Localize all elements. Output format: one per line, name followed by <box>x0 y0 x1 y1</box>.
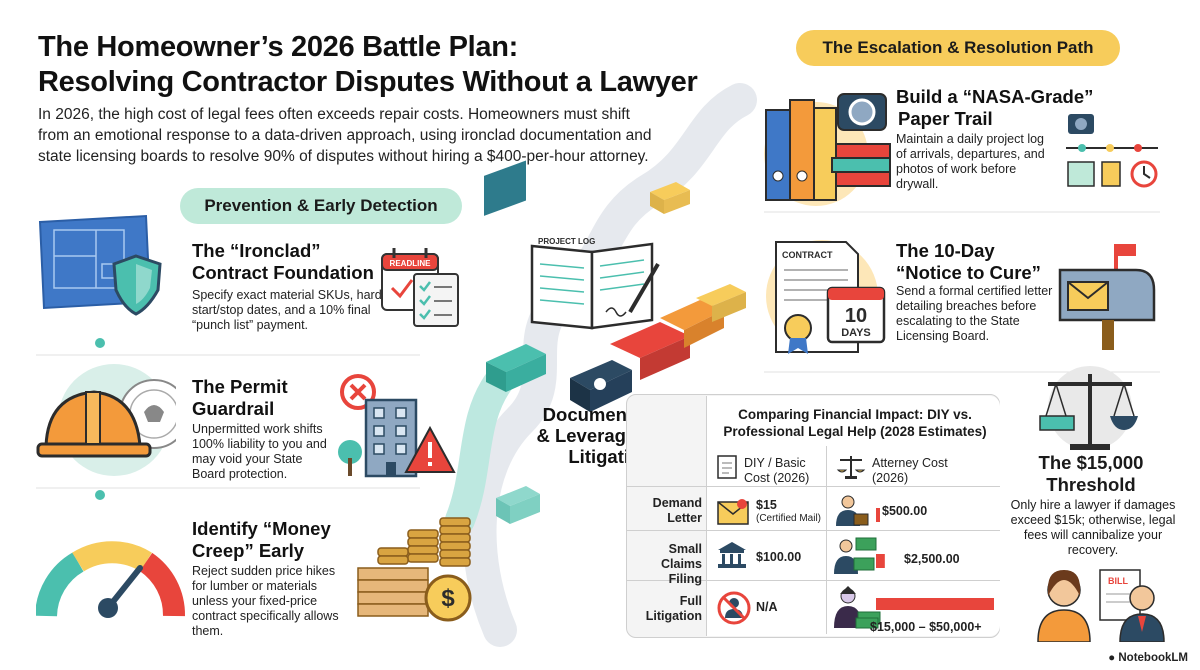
table-divider <box>826 446 827 634</box>
notice-to-cure-body: Send a formal certified letter detailing… <box>896 284 1053 343</box>
attorney-cost-bar <box>876 508 880 522</box>
diy-column-header: DIY / Basic Cost (2026) <box>744 456 810 485</box>
comparison-title: Comparing Financial Impact: DIY vs. Prof… <box>723 407 987 439</box>
attorney-cost-demand: $500.00 <box>882 504 928 518</box>
certified-mail-icon <box>717 499 749 525</box>
money-creep-body: Reject sudden price hikes for lumber or … <box>192 564 339 638</box>
path-blocks <box>484 160 746 524</box>
attorney-cost-small-claims: $2,500.00 <box>904 552 960 566</box>
table-row-label: Small Claims Filing <box>661 542 702 586</box>
table-divider <box>626 530 1000 531</box>
attorney-cost-bars <box>876 508 994 610</box>
attorney-money-icon <box>834 537 877 574</box>
contract-notice-icon: CONTRACT 10 DAYS <box>766 240 886 354</box>
intro-paragraph: In 2026, the high cost of legal fees oft… <box>38 106 652 165</box>
notice-to-cure-title: The 10-Day “Notice to Cure” <box>896 240 1041 283</box>
ironclad-contract-body: Specify exact material SKUs, hard start/… <box>192 288 382 332</box>
attorney-column-header: Atterney Cost (2026) <box>872 456 948 485</box>
building-warning-icon <box>338 374 456 478</box>
threshold-title: The $15,000 Threshold <box>1038 452 1144 495</box>
days-label: DAYS <box>841 327 871 339</box>
permit-guardrail-body: Unpermitted work shifts 100% liability t… <box>192 422 327 481</box>
ironclad-contract-title: The “Ironclad” Contract Foundation <box>192 240 374 283</box>
coins-lumber-icon: $ <box>357 517 472 622</box>
blueprint-shield-icon <box>38 214 162 316</box>
attorney-briefcase-icon <box>836 495 869 526</box>
attorney-cost-bar <box>876 598 994 610</box>
permit-guardrail-title: The Permit Guardrail <box>192 376 288 419</box>
scales-justice-icon <box>1039 366 1138 450</box>
bill-label: BILL <box>1108 576 1128 586</box>
title-line-2: Resolving Contractor Disputes Without a … <box>38 66 698 98</box>
speedometer-gauge-icon <box>36 541 185 618</box>
scales-icon <box>836 456 866 479</box>
table-cell: $15 (Certified Mail) <box>756 498 822 524</box>
table-row-label: Demand Letter <box>652 496 702 525</box>
deadline-label: READLINE <box>390 259 432 268</box>
hardhat-seal-icon <box>36 364 176 476</box>
table-row-label: Full Litigation <box>645 594 702 623</box>
mailbox-icon <box>1058 244 1156 350</box>
svg-text:$: $ <box>441 585 455 612</box>
brand-label: ● NotebookLM <box>1108 652 1188 664</box>
courthouse-icon <box>718 542 746 568</box>
table-cell: $100.00 <box>756 550 802 564</box>
prevention-section-label: Prevention & Early Detection <box>180 188 462 224</box>
paper-trail-title: Build a “NASA-Grade” Paper Trail <box>896 86 1094 129</box>
attorney-cost-bar <box>876 554 885 568</box>
page-title: The Homeowner’s 2026 Battle Plan: Resolv… <box>38 30 798 100</box>
escalation-section-label: The Escalation & Resolution Path <box>796 30 1120 66</box>
days-number: 10 <box>845 305 867 327</box>
vampire-lawyer-money-icon <box>834 586 881 629</box>
attorney-cost-litigation: $15,000 – $50,000+ <box>870 620 982 634</box>
table-cell: N/A <box>756 600 778 614</box>
no-person-icon <box>717 591 751 625</box>
contract-label: CONTRACT <box>782 250 833 260</box>
project-log-book-icon: PROJECT LOG <box>530 237 660 330</box>
threshold-body: Only hire a lawyer if damages exceed $15… <box>1010 498 1176 557</box>
title-line-1: The Homeowner’s 2026 Battle Plan: <box>38 31 519 63</box>
people-bill-icon: BILL <box>1037 569 1165 642</box>
table-divider <box>626 486 1000 487</box>
binders-camera-icon <box>764 93 891 206</box>
paper-trail-body: Maintain a daily project log of arrivals… <box>896 132 1045 191</box>
brand-icon: ● <box>1108 652 1116 664</box>
deadline-checklist-icon: READLINE <box>381 248 459 327</box>
money-creep-title: Identify “Money Creep” Early <box>192 518 331 561</box>
table-divider <box>626 580 1000 581</box>
project-log-label: PROJECT LOG <box>538 237 595 246</box>
timeline-evidence-icon <box>1066 114 1158 188</box>
document-icon <box>717 455 737 479</box>
